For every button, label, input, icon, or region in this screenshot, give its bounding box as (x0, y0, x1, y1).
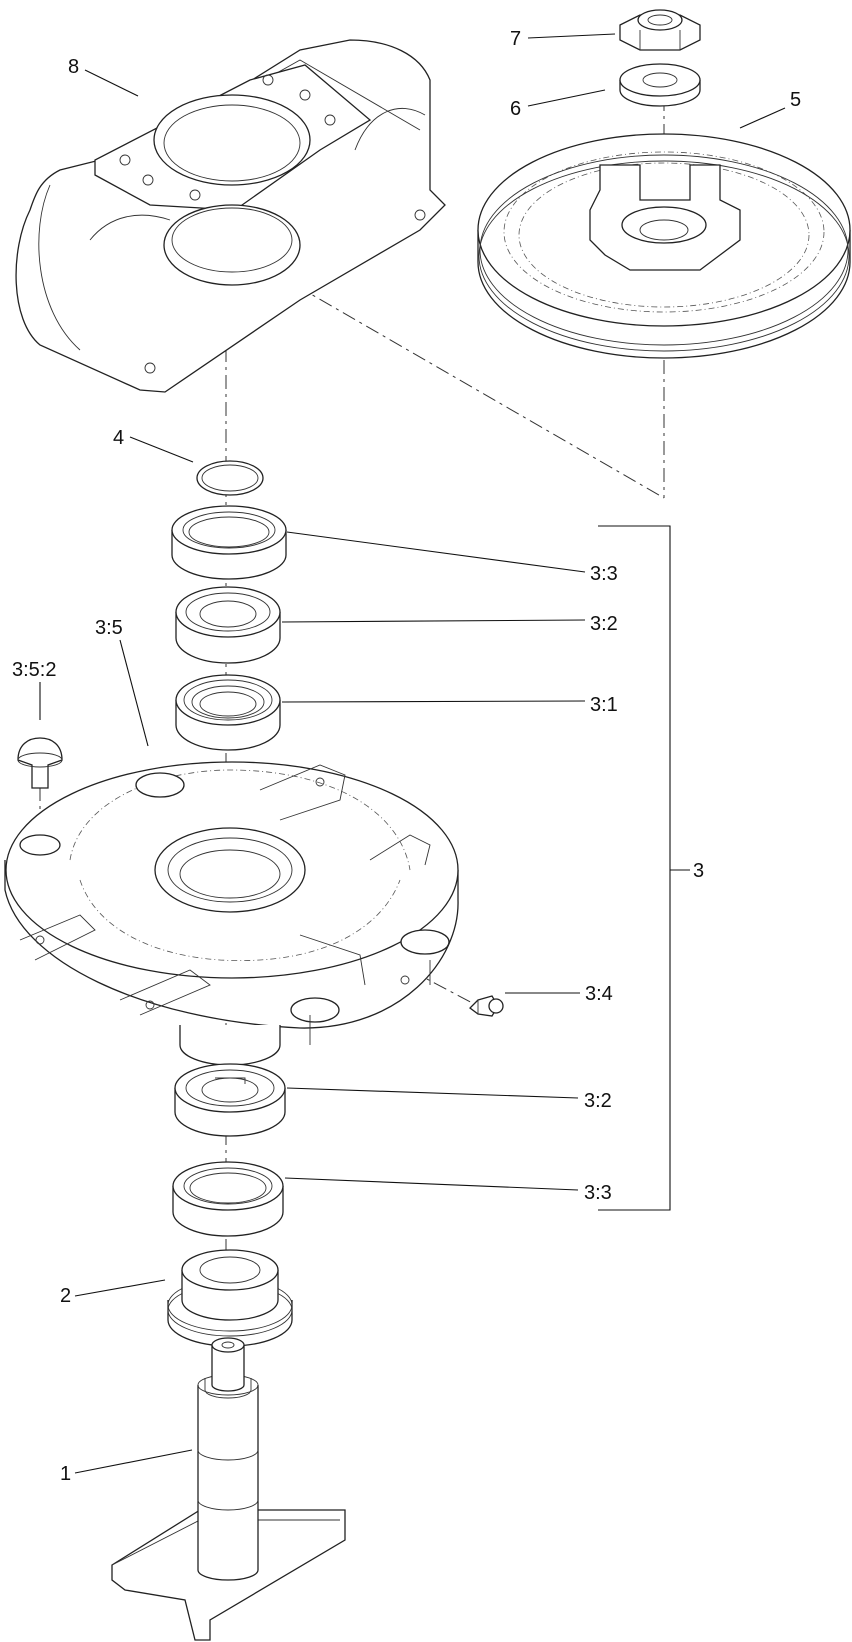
part-3-2-top-bearing (175, 586, 281, 664)
callout-5: 5 (790, 89, 801, 111)
callout-4: 4 (113, 427, 124, 449)
part-3-5-housing-plate (4, 761, 459, 1066)
callout-3-3-bottom: 3:3 (584, 1182, 612, 1204)
part-3-1-bearing (175, 674, 281, 751)
callout-1: 1 (60, 1463, 71, 1485)
part-7-nut (619, 9, 701, 51)
part-3-2-bottom-bearing (174, 1063, 286, 1137)
part-3-5-2-plug (17, 737, 63, 789)
callout-7: 7 (510, 28, 521, 50)
callout-8: 8 (68, 56, 79, 78)
leader-lines (39, 33, 786, 1474)
callout-3-3-top: 3:3 (590, 563, 618, 585)
part-3-4-grease-fitting (469, 995, 504, 1017)
part-2-seal (167, 1249, 293, 1347)
assembly-3-bracket (598, 525, 690, 1211)
callout-3: 3 (693, 860, 704, 882)
part-4-ring (196, 460, 264, 496)
callout-labels: 1 2 3 3:1 3:2 3:2 3:3 3:3 3:4 3:5 3:5:2 … (12, 28, 801, 1485)
callout-6: 6 (510, 98, 521, 120)
part-5-pulley (477, 133, 851, 359)
part-3-3-bottom-seal (172, 1161, 284, 1237)
callout-3-2-top: 3:2 (590, 613, 618, 635)
part-8-housing (15, 39, 446, 393)
callout-3-5: 3:5 (95, 617, 123, 639)
callout-3-1: 3:1 (590, 694, 618, 716)
part-6-washer (619, 63, 701, 107)
part-1-spindle-shaft (111, 1337, 346, 1641)
part-3-3-top-seal (171, 505, 287, 580)
callout-3-4: 3:4 (585, 983, 613, 1005)
callout-2: 2 (60, 1285, 71, 1307)
callout-3-5-2: 3:5:2 (12, 659, 56, 681)
callout-3-2-bottom: 3:2 (584, 1090, 612, 1112)
